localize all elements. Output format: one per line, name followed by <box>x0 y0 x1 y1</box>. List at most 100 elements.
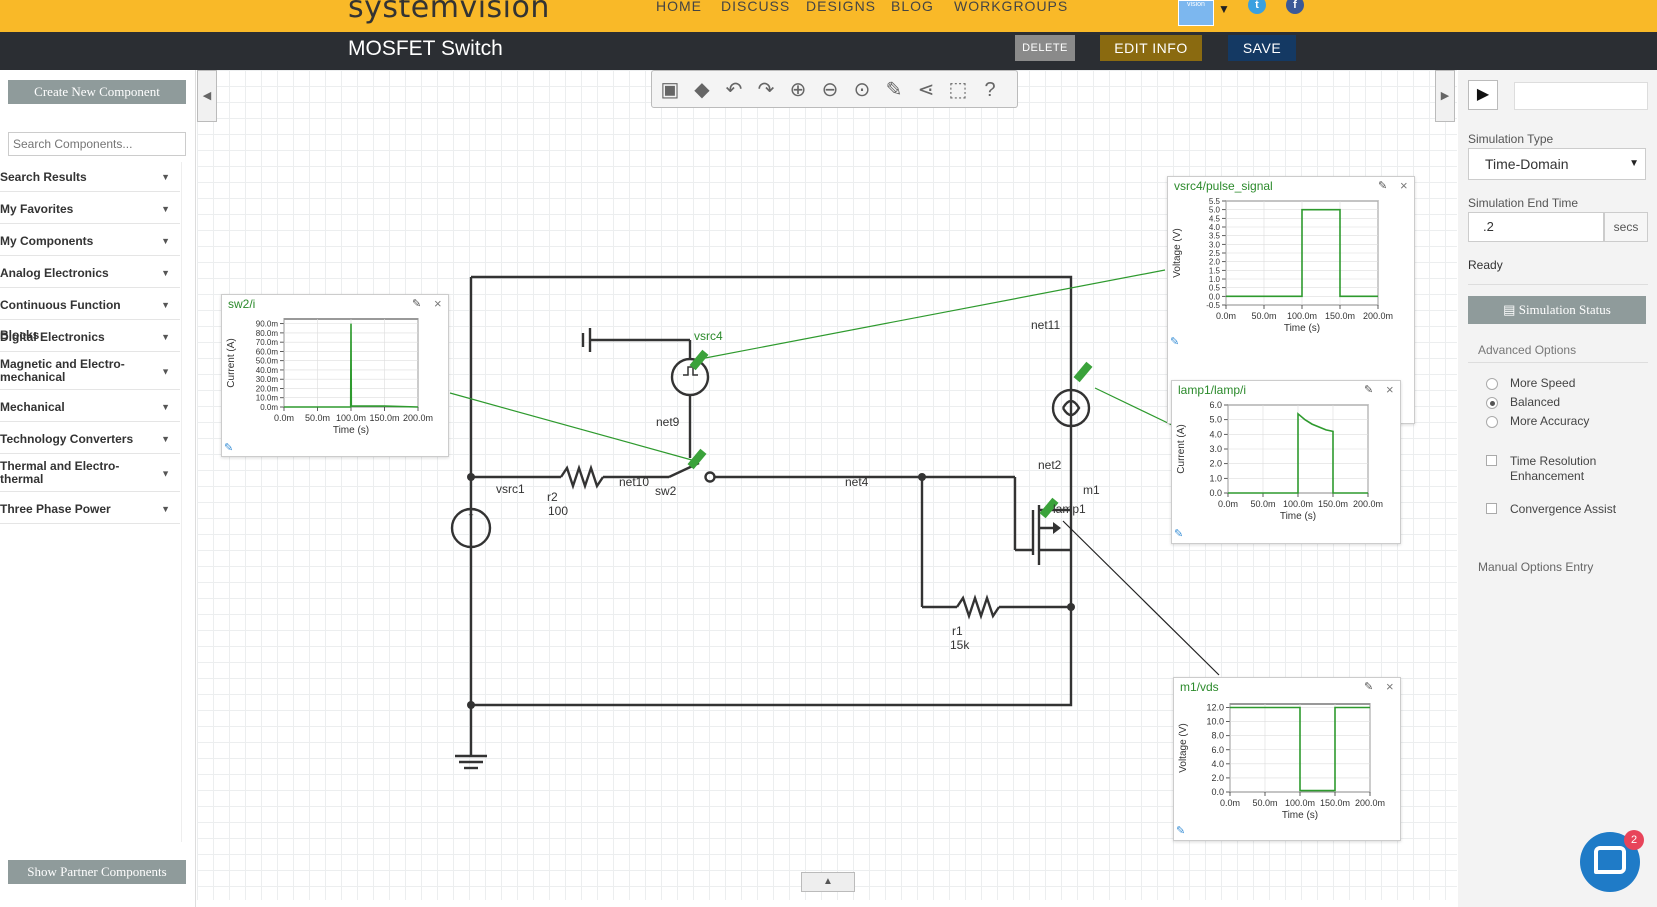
avatar[interactable]: vision <box>1178 0 1214 26</box>
help-icon[interactable]: ? <box>984 79 996 101</box>
status-text: Ready <box>1468 258 1503 272</box>
category-magnetic-electromechanical[interactable]: Magnetic and Electro-mechanical▼ <box>0 354 180 390</box>
label-vsrc1: vsrc1 <box>496 482 525 496</box>
edit-pencil-icon[interactable]: ✎ <box>1170 336 1180 348</box>
twitter-icon[interactable]: t <box>1248 0 1266 14</box>
triangle-down-icon: ▼ <box>161 267 170 278</box>
category-my-components[interactable]: My Components▼ <box>0 226 180 256</box>
edit-pencil-icon[interactable]: ✎ <box>1176 825 1186 837</box>
nav-home[interactable]: HOME <box>656 0 702 14</box>
chevron-down-icon[interactable]: ▼ <box>1218 2 1230 16</box>
facebook-icon[interactable]: f <box>1286 0 1304 14</box>
category-technology-converters[interactable]: Technology Converters▼ <box>0 424 180 454</box>
category-three-phase-power[interactable]: Three Phase Power▼ <box>0 494 180 524</box>
create-new-component-button[interactable]: Create New Component <box>8 80 186 104</box>
radio-button[interactable] <box>1486 397 1498 409</box>
pin-icon[interactable]: ✎ <box>1378 180 1388 192</box>
pin-icon[interactable]: ✎ <box>412 298 422 310</box>
save-button[interactable]: SAVE <box>1228 35 1296 61</box>
y-tick-label: 6.0 <box>1211 745 1224 755</box>
canvas-toolbar: ▣ ◆ ↶ ↷ ⊕ ⊖ ⊙ ✎ ⋖ ⬚ ? <box>651 70 1018 108</box>
radio-balanced[interactable]: Balanced <box>1486 395 1560 409</box>
radio-more-accuracy[interactable]: More Accuracy <box>1486 414 1589 428</box>
y-tick-label: 1.5 <box>1209 266 1221 275</box>
x-tick-label: 200.0m <box>403 413 433 423</box>
save-icon[interactable]: ▣ <box>660 79 680 101</box>
category-analog-electronics[interactable]: Analog Electronics ▼ <box>0 258 180 288</box>
category-thermal-electrothermal[interactable]: Thermal and Electro-thermal▼ <box>0 456 180 492</box>
end-time-input[interactable]: .2 <box>1468 212 1604 242</box>
triangle-down-icon: ▼ <box>161 203 170 214</box>
radio-more-speed[interactable]: More Speed <box>1486 376 1575 390</box>
nav-discuss[interactable]: DISCUSS <box>721 0 791 14</box>
pencil-icon[interactable]: ✎ <box>885 79 903 101</box>
pin-icon[interactable]: ✎ <box>1364 681 1374 693</box>
x-tick-label: 200.0m <box>1363 311 1393 321</box>
collapse-left-panel-button[interactable]: ◀ <box>197 70 217 122</box>
category-label: Analog Electronics <box>0 266 109 280</box>
undo-icon[interactable]: ↶ <box>725 79 743 101</box>
category-my-favorites[interactable]: My Favorites▼ <box>0 194 180 224</box>
tag-icon[interactable]: ◆ <box>694 79 710 101</box>
nav-blog[interactable]: BLOG <box>891 0 934 14</box>
checkbox-time-resolution[interactable]: Time Resolution Enhancement <box>1486 454 1646 484</box>
x-tick-label: 100.0m <box>1285 798 1315 808</box>
select-box-icon[interactable]: ⬚ <box>948 79 968 101</box>
share-icon[interactable]: ⋖ <box>917 79 935 101</box>
y-tick-label: 20.0m <box>256 384 279 393</box>
triangle-down-icon: ▼ <box>1629 158 1639 169</box>
scrollbar[interactable] <box>181 162 191 842</box>
design-title-bar: MOSFET Switch DELETE EDIT INFO SAVE <box>0 32 1657 70</box>
edit-info-button[interactable]: EDIT INFO <box>1100 35 1202 61</box>
document-icon: ▤ <box>1503 302 1519 317</box>
search-components-input[interactable] <box>8 132 186 156</box>
y-tick-label: 0.0m <box>260 403 278 412</box>
redo-icon[interactable]: ↷ <box>757 79 775 101</box>
manual-options-entry-link[interactable]: Manual Options Entry <box>1478 560 1594 574</box>
svg-text:+: + <box>468 510 473 520</box>
close-icon[interactable]: × <box>1400 178 1408 193</box>
category-search-results[interactable]: Search Results▼ <box>0 162 180 192</box>
y-tick-label: 0.5 <box>1209 284 1221 293</box>
zoom-fit-icon[interactable]: ⊙ <box>853 79 871 101</box>
x-axis-label: Time (s) <box>1284 323 1320 334</box>
collapse-right-panel-button[interactable]: ▶ <box>1435 70 1455 122</box>
edit-pencil-icon[interactable]: ✎ <box>224 442 234 454</box>
category-mechanical[interactable]: Mechanical▼ <box>0 392 180 422</box>
triangle-down-icon: ▼ <box>161 235 170 246</box>
delete-button[interactable]: DELETE <box>1015 35 1075 61</box>
close-icon[interactable]: × <box>1386 382 1394 397</box>
category-digital-electronics[interactable]: Digital Electronics▼ <box>0 322 180 352</box>
y-tick-label: -0.5 <box>1206 301 1220 310</box>
category-continuous-function-blocks[interactable]: Continuous Function Blocks▼ <box>0 290 180 342</box>
y-tick-label: 2.0 <box>1209 459 1222 469</box>
simulation-status-label: Simulation Status <box>1518 302 1611 317</box>
expand-bottom-panel-button[interactable]: ▲ <box>801 872 855 892</box>
label-net2: net2 <box>1038 458 1062 472</box>
y-tick-label: 0.0 <box>1209 292 1221 301</box>
checkbox[interactable] <box>1486 503 1497 514</box>
schematic-canvas[interactable]: + - vsrc4 net9 net10 sw2 vsrc1 r2 100 ne… <box>197 70 1457 900</box>
simulation-status-button[interactable]: ▤ Simulation Status <box>1468 296 1646 324</box>
zoom-in-icon[interactable]: ⊕ <box>789 79 807 101</box>
avatar-text: vision <box>1187 1 1205 8</box>
pin-icon[interactable]: ✎ <box>1364 384 1374 396</box>
edit-pencil-icon[interactable]: ✎ <box>1174 528 1184 540</box>
close-icon[interactable]: × <box>434 296 442 311</box>
radio-button[interactable] <box>1486 416 1498 428</box>
nav-workgroups[interactable]: WORKGROUPS <box>954 0 1069 14</box>
radio-button[interactable] <box>1486 378 1498 390</box>
sim-type-select[interactable]: Time-Domain▼ <box>1468 148 1646 180</box>
play-icon[interactable]: ▶ <box>1468 80 1498 110</box>
logo[interactable]: systemvision <box>348 0 550 25</box>
checkbox-convergence-assist[interactable]: Convergence Assist <box>1486 502 1646 517</box>
show-partner-components-button[interactable]: Show Partner Components <box>8 860 186 884</box>
nav-designs[interactable]: DESIGNS <box>806 0 877 14</box>
close-icon[interactable]: × <box>1386 679 1394 694</box>
x-tick-label: 150.0m <box>369 413 399 423</box>
checkbox[interactable] <box>1486 455 1497 466</box>
zoom-out-icon[interactable]: ⊖ <box>821 79 839 101</box>
